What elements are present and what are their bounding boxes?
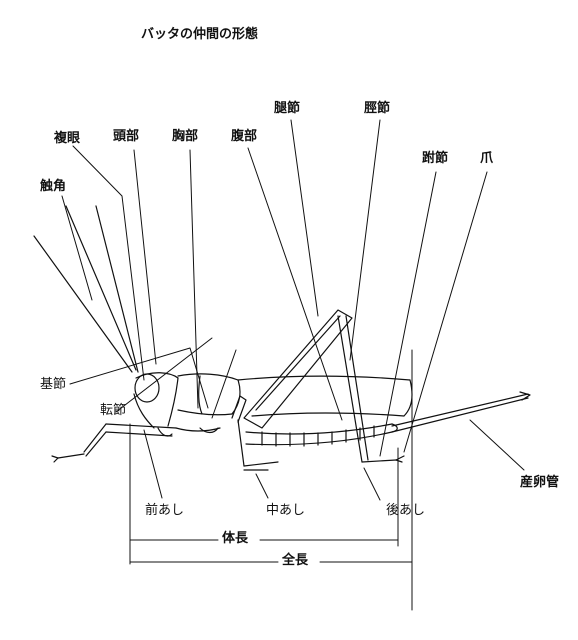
thorax [175, 373, 241, 432]
label-abdomen: 腹部 [231, 129, 258, 144]
label-femur: 腿節 [274, 101, 301, 116]
leader-lines [61, 119, 525, 501]
label-middle-leg: 中あし [266, 503, 306, 518]
label-antenna: 触角 [40, 179, 67, 194]
antennae [33, 205, 139, 373]
measurement-lines [129, 349, 413, 611]
hind-leg [243, 309, 405, 463]
label-tibia: 脛節 [364, 101, 391, 116]
label-front-leg: 前あし [145, 503, 185, 518]
abdomen [245, 423, 398, 447]
label-compound-eye: 複眼 [54, 131, 81, 146]
middle-leg [231, 395, 279, 471]
label-tarsus: 跗節 [422, 151, 449, 166]
label-thorax: 胸部 [172, 129, 199, 144]
label-claw: 爪 [480, 151, 494, 166]
label-body-length: 体長 [222, 531, 249, 546]
diagram-title: バッタの仲間の形態 [141, 27, 259, 42]
label-ovipositor: 産卵管 [520, 475, 560, 490]
wings [237, 375, 413, 417]
ovipositor [391, 391, 531, 433]
label-trochanter: 転節 [100, 403, 127, 418]
label-hind-leg: 後あし [386, 503, 426, 518]
label-head: 頭部 [113, 129, 140, 144]
label-coxa: 基節 [40, 377, 67, 392]
front-leg [51, 423, 219, 463]
label-total-length: 全長 [282, 553, 309, 568]
